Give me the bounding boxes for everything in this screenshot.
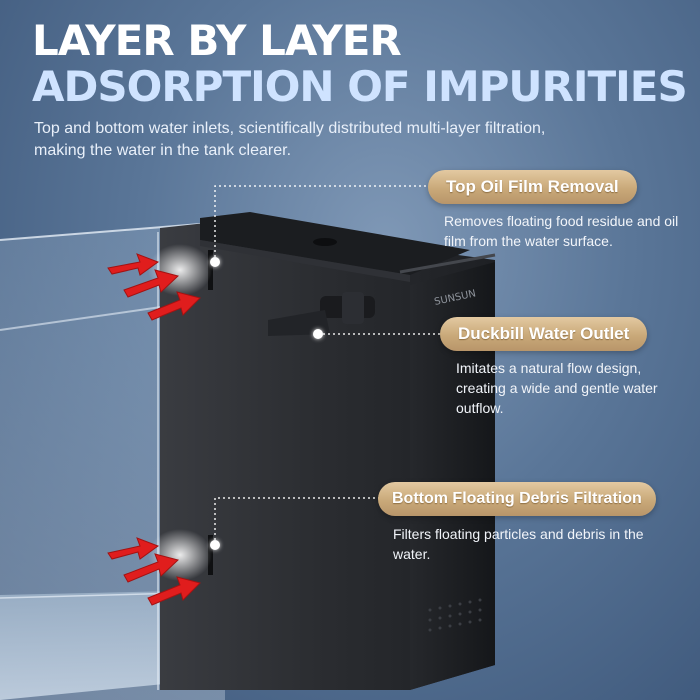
feature-desc-top-oil-film: Removes floating food residue and oil fi… [444, 213, 679, 249]
leader-lines [214, 185, 442, 545]
callout-dot-bottom [210, 540, 220, 550]
callout-dot-outlet [313, 329, 323, 339]
feature-desc-bottom-debris: Filters floating particles and debris in… [393, 526, 644, 562]
callout-dot-top [210, 257, 220, 267]
feature-title-top-oil-film: Top Oil Film Removal [428, 170, 637, 204]
feature-title-bottom-debris: Bottom Floating Debris Filtration [378, 482, 656, 516]
headline-line-2: ADSORPTION OF IMPURITIES [32, 62, 688, 111]
intro-text: Top and bottom water inlets, scientifica… [34, 120, 546, 159]
filter-body [160, 212, 496, 690]
feature-title-duckbill-outlet: Duckbill Water Outlet [440, 317, 648, 351]
headline-line-1: LAYER BY LAYER [32, 16, 402, 65]
inflow-arrows [107, 244, 212, 606]
feature-desc-duckbill-outlet: Imitates a natural flow design, creating… [456, 360, 658, 416]
